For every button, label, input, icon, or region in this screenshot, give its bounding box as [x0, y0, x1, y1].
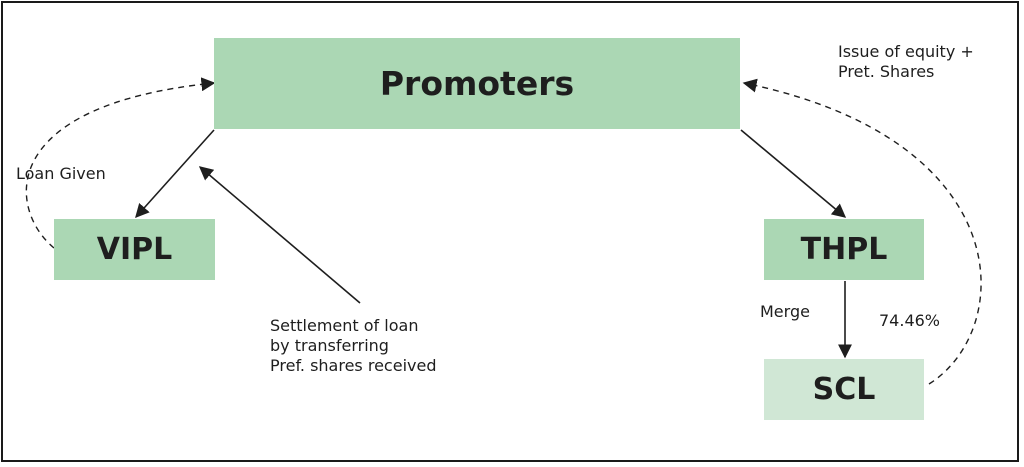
promoters-node: Promoters [214, 38, 740, 129]
merge-label: Merge [760, 302, 810, 321]
arrow-settlement-to-promoters [198, 166, 361, 304]
arrow-promoters-to-vipl [135, 129, 215, 219]
promoters-label: Promoters [379, 64, 575, 103]
loan-given-label: Loan Given [16, 164, 106, 183]
percent-label: 74.46% [879, 311, 941, 330]
scl-node: SCL [764, 359, 924, 420]
settlement-label: Settlement of loan by transferring Pref.… [270, 316, 437, 375]
scl-label: SCL [812, 372, 876, 407]
vipl-label: VIPL [96, 232, 173, 267]
vipl-node: VIPL [54, 219, 215, 280]
arrow-promoters-to-thpl [740, 129, 847, 218]
thpl-label: THPL [800, 232, 888, 267]
dashed-loan-arrow [25, 77, 216, 249]
thpl-node: THPL [764, 219, 924, 280]
issue-equity-label: Issue of equity + Pret. Shares [838, 42, 974, 81]
dashed-issue-equity-arrow [742, 78, 982, 385]
